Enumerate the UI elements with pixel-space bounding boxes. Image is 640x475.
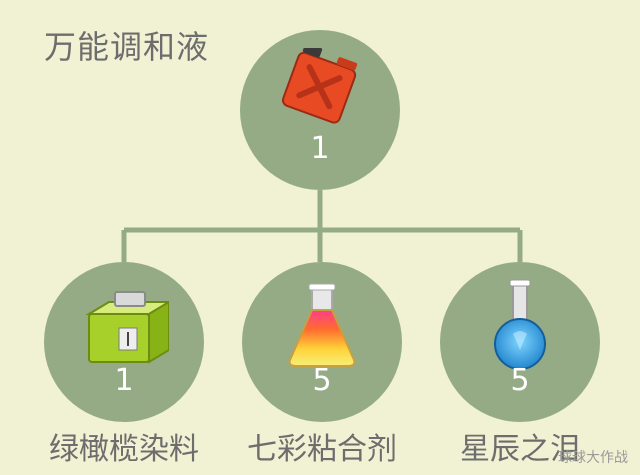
- red-jerrycan-icon: [281, 48, 358, 124]
- child-count-1: 1: [114, 363, 134, 398]
- root-node[interactable]: 1: [240, 30, 400, 190]
- child-node-3[interactable]: 5: [440, 262, 600, 422]
- child-node-2[interactable]: 5: [242, 262, 402, 422]
- child-node-1[interactable]: 1: [44, 262, 204, 422]
- child-label-3: 星辰之泪: [460, 432, 580, 467]
- watermark: 球球大作战: [558, 450, 628, 466]
- rainbow-flask-icon: [288, 283, 356, 367]
- child-count-3: 5: [510, 363, 530, 398]
- green-box-icon: [85, 291, 169, 364]
- child-label-1: 绿橄榄染料: [49, 432, 199, 467]
- child-label-2: 七彩粘合剂: [247, 432, 397, 467]
- page-title: 万能调和液: [44, 28, 210, 66]
- child-count-2: 5: [312, 363, 332, 398]
- blue-flask-icon: [494, 279, 546, 370]
- root-count: 1: [310, 131, 330, 166]
